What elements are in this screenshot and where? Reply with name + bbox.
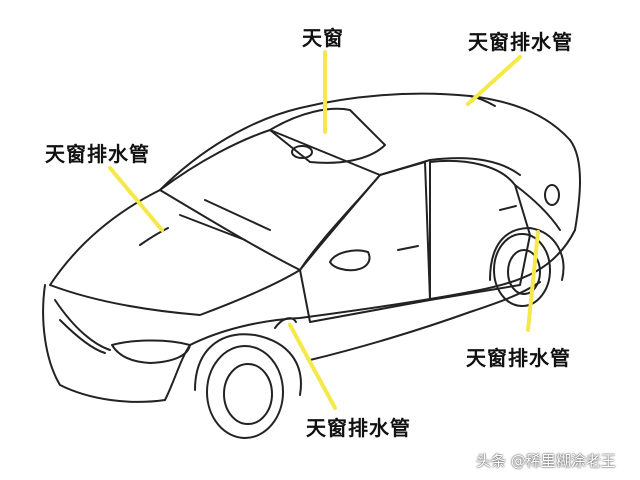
front-wheel-arch <box>194 333 302 396</box>
leader-drain-front-left <box>108 166 164 232</box>
front-door <box>299 161 431 323</box>
front-wheel-rim <box>223 363 273 425</box>
rear-door-handle <box>499 205 517 211</box>
sunroof-panel <box>269 107 386 164</box>
front-wheel-tire <box>206 345 284 439</box>
headlight <box>111 339 191 364</box>
leader-drain-rear-top <box>466 55 522 106</box>
body-side <box>189 229 576 346</box>
rear-wheel-tire <box>493 233 551 307</box>
rear-wheel-arch <box>489 227 565 281</box>
hood <box>49 189 301 316</box>
windshield <box>159 129 381 271</box>
rocker-line <box>309 281 541 361</box>
roof-outline <box>159 92 581 231</box>
label-drain-front-left: 天窗排水管 <box>45 142 150 166</box>
c-pillar <box>514 184 561 231</box>
rear-wheel-rim <box>507 249 541 295</box>
watermark: 头条 @稀里糊涂老王 <box>476 452 616 470</box>
rear-door <box>429 159 531 301</box>
label-drain-rear-top: 天窗排水管 <box>468 30 573 54</box>
label-drain-rear-right: 天窗排水管 <box>466 346 571 370</box>
side-mirror <box>329 249 371 272</box>
label-sunroof: 天窗 <box>302 26 344 50</box>
wiper-2 <box>204 199 271 231</box>
label-drain-front-bottom: 天窗排水管 <box>306 416 411 440</box>
grille <box>54 299 111 354</box>
a-pillar <box>379 157 521 176</box>
leader-drain-front-bottom <box>288 323 337 410</box>
fuel-cap <box>544 184 560 206</box>
wiper-1 <box>179 214 246 241</box>
front-drain-hose-fender <box>274 317 297 329</box>
front-drain-hose-left <box>139 227 169 246</box>
rear-drain-hose <box>469 95 496 107</box>
leader-drain-rear-right <box>526 230 540 332</box>
sunroof-control <box>291 145 313 159</box>
front-bumper <box>42 284 191 403</box>
front-door-handle <box>397 245 419 251</box>
